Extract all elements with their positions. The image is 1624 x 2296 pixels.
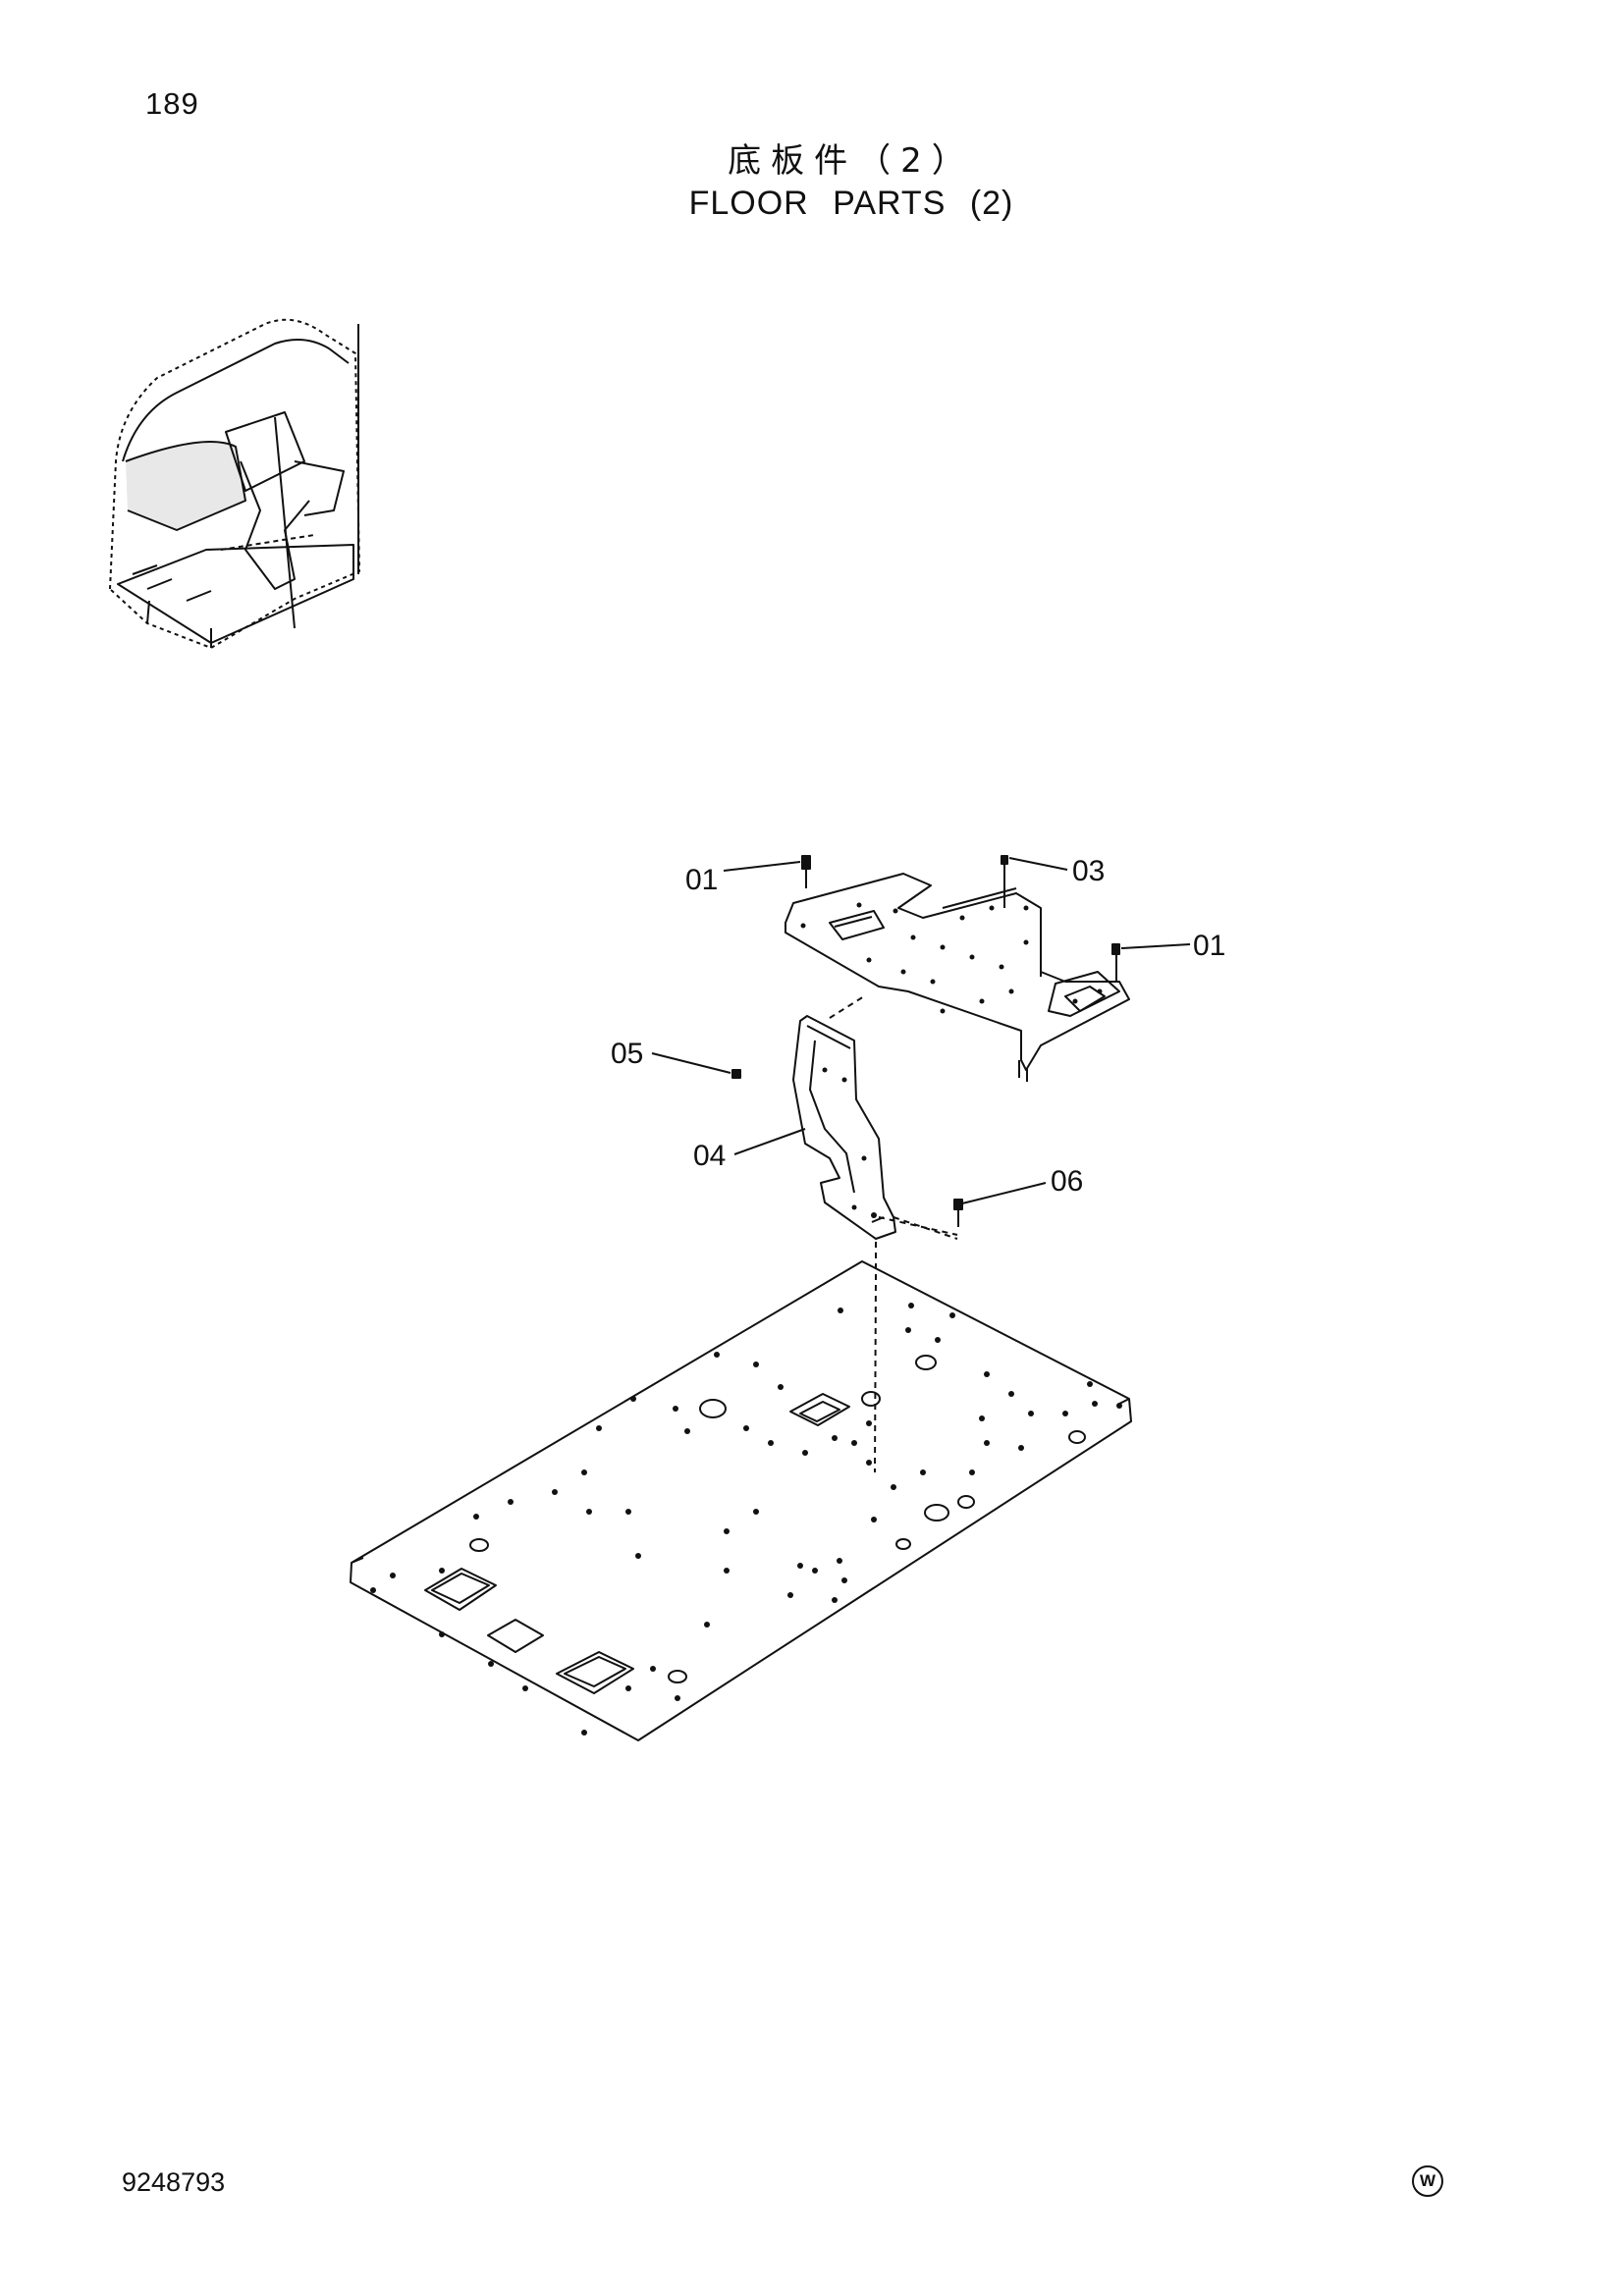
hardware-bolts xyxy=(731,855,1120,1227)
w-mark-icon: W xyxy=(1412,2165,1443,2197)
upper-floor-plate xyxy=(785,873,1130,1082)
plate-small-holes xyxy=(370,1303,1122,1735)
callout-03: 03 xyxy=(1072,855,1105,887)
callout-06: 06 xyxy=(1051,1165,1083,1198)
title-chinese: 底板件（2） xyxy=(728,141,975,181)
plate-large-holes xyxy=(469,1355,1086,1683)
main-floor-plate xyxy=(350,1260,1132,1741)
page-number: 189 xyxy=(145,86,199,121)
callout-labels: 01 03 01 05 04 06 xyxy=(611,855,1225,1198)
callout-04: 04 xyxy=(693,1140,726,1172)
callout-01-top: 01 xyxy=(685,864,718,896)
callout-01-right: 01 xyxy=(1193,930,1225,962)
cab-overview-illustration xyxy=(109,318,360,649)
document-number: 9248793 xyxy=(122,2167,226,2197)
callout-leaders xyxy=(651,857,1191,1204)
title-english: FLOOR PARTS (2) xyxy=(688,185,1014,222)
pedal-bracket xyxy=(792,1015,896,1240)
assembly-lines xyxy=(829,995,958,1473)
callout-05: 05 xyxy=(611,1038,643,1070)
upper-plate-holes xyxy=(800,902,1103,1218)
